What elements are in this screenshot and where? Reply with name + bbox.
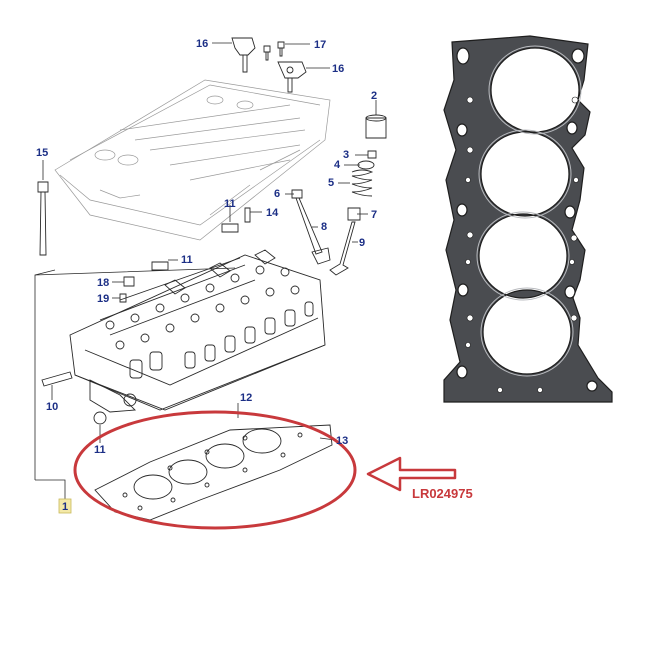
head-gasket-exploded: [94, 403, 336, 521]
callout-9: 9: [359, 237, 365, 249]
valve-collets: [355, 150, 377, 159]
part-number: LR024975: [412, 486, 473, 501]
callout-16-upper: 16: [196, 38, 208, 50]
camshaft-sensor-lower: [277, 61, 330, 93]
callout-3: 3: [343, 149, 349, 161]
callout-18: 18: [97, 277, 109, 289]
camshaft-sensor-upper: [212, 37, 256, 73]
callout-1-box: [58, 498, 72, 514]
callout-16-lower: 16: [332, 63, 344, 75]
callout-11-low: 11: [94, 444, 106, 456]
sealing-washer: [93, 411, 107, 443]
callout-2: 2: [371, 90, 377, 102]
callout-15: 15: [36, 147, 48, 159]
head-gasket-detail: [443, 35, 613, 403]
callout-4: 4: [334, 159, 341, 171]
callout-17: 17: [314, 39, 326, 51]
assembly-bracket: [34, 267, 236, 500]
callout-1: 1: [62, 501, 68, 513]
callout-7: 7: [371, 209, 377, 221]
callout-11-mid: 11: [181, 254, 193, 266]
callout-5: 5: [328, 177, 334, 189]
exhaust-valve: [285, 189, 331, 265]
tappet: [365, 100, 387, 139]
head-fastener-mid: [151, 259, 178, 271]
valve-spring: [338, 169, 374, 197]
oil-plug: [112, 276, 135, 303]
callout-19: 19: [97, 293, 109, 305]
locating-dowel: [41, 371, 73, 400]
callout-13: 13: [336, 435, 348, 447]
intake-valve: [329, 221, 358, 276]
spring-retainer: [344, 160, 375, 170]
head-bolt: [37, 160, 49, 256]
callout-14: 14: [266, 207, 279, 219]
head-fastener-top: [221, 205, 262, 233]
callout-6: 6: [274, 188, 280, 200]
callout-12: 12: [240, 392, 252, 404]
cam-cover: [54, 79, 331, 241]
callout-10: 10: [46, 401, 58, 413]
cylinder-head: [69, 249, 326, 413]
callout-11-top: 11: [224, 198, 236, 210]
callout-8: 8: [321, 221, 327, 233]
sensor-bolt: [263, 41, 310, 61]
highlight-ring: [73, 410, 357, 530]
arrow-left-icon: [366, 456, 457, 492]
valve-seal: [347, 207, 368, 221]
